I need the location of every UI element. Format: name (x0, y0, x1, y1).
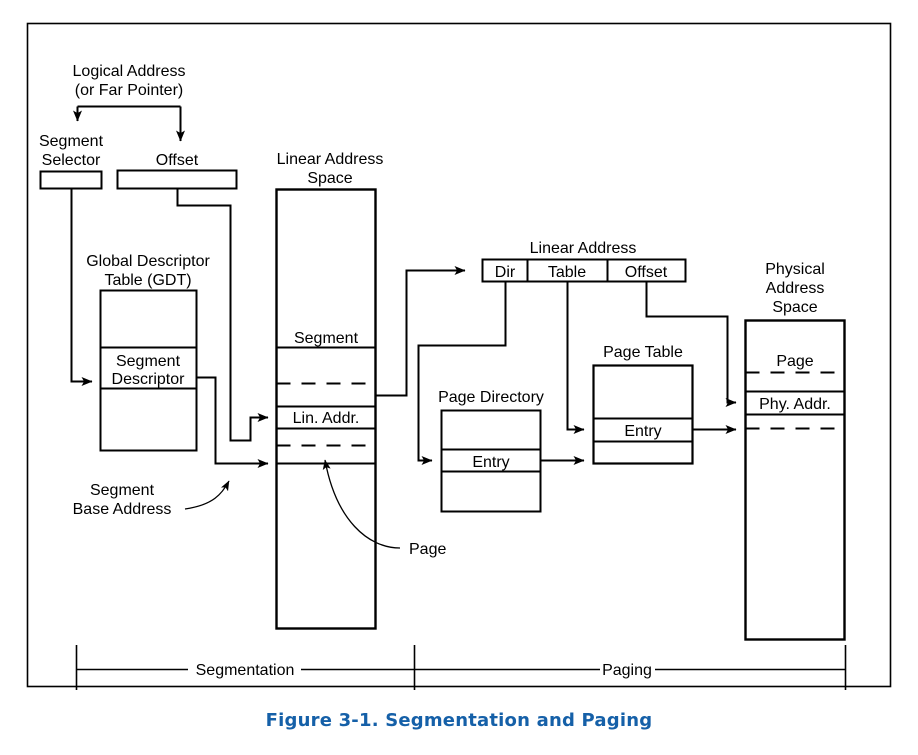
table-to-page-table-connector (566, 281, 585, 434)
offset-box (116, 169, 238, 190)
page-table-entry-cell: Entry (624, 423, 661, 440)
bracket-paging-label: Paging (602, 662, 652, 679)
physical-address-space-label-line1: Physical (765, 261, 825, 278)
offset-to-linear-space-connector (176, 188, 269, 442)
segment-base-address-callout (184, 480, 230, 510)
gdt-box (99, 289, 198, 452)
logical-address-fork-connector (73, 105, 185, 142)
bottom-bracket (75, 645, 847, 690)
page-table-box (592, 364, 694, 465)
linear-address-space-label-line1: Linear Address (277, 151, 384, 168)
linear-address-space-column (275, 188, 377, 630)
page-directory-entry-cell: Entry (472, 454, 509, 471)
offset-label: Offset (156, 152, 199, 169)
offset-to-physical-space-connector (645, 281, 737, 407)
page-cell-label: Page (776, 353, 813, 370)
segment-base-address-label-line2: Base Address (73, 501, 172, 518)
descriptor-to-base-address-connector (196, 376, 269, 468)
bracket-segmentation-label: Segmentation (196, 662, 295, 679)
dir-to-page-directory-connector (417, 281, 507, 465)
segment-base-address-label-line1: Segment (90, 482, 155, 499)
figure-caption: Figure 3-1. Segmentation and Paging (265, 710, 653, 731)
gdt-label-line2: Table (GDT) (104, 272, 191, 289)
lin-addr-cell-label: Lin. Addr. (293, 410, 360, 427)
phy-addr-cell-label: Phy. Addr. (759, 396, 831, 413)
segment-descriptor-cell-line2: Descriptor (112, 371, 186, 388)
page-callout-label: Page (409, 541, 446, 558)
lin-addr-to-linear-address-connector (375, 266, 466, 397)
page-callout-curve (322, 459, 401, 549)
logical-address-label-line2: (or Far Pointer) (75, 82, 183, 99)
linear-address-bar (481, 258, 687, 283)
page-table-label: Page Table (603, 344, 683, 361)
linear-address-table-field: Table (548, 264, 586, 281)
figure-border (26, 22, 892, 688)
physical-address-space-label-line3: Space (772, 299, 817, 316)
segment-selector-box (39, 170, 103, 190)
logical-address-label-line1: Logical Address (73, 63, 186, 80)
segment-cell-label: Segment (294, 330, 359, 347)
linear-address-dir-field: Dir (495, 264, 516, 281)
segment-selector-label-line2: Selector (42, 152, 101, 169)
linear-address-space-label-line2: Space (307, 170, 352, 187)
physical-address-space-label-line2: Address (766, 280, 825, 297)
linear-address-title: Linear Address (530, 240, 637, 257)
selector-to-gdt-connector (70, 188, 93, 386)
physical-address-space-column (744, 319, 846, 641)
linear-address-offset-field: Offset (625, 264, 668, 281)
gdt-label-line1: Global Descriptor (86, 253, 210, 270)
segment-selector-label-line1: Segment (39, 133, 104, 150)
segment-descriptor-cell-line1: Segment (116, 353, 181, 370)
page-directory-label: Page Directory (438, 389, 544, 406)
